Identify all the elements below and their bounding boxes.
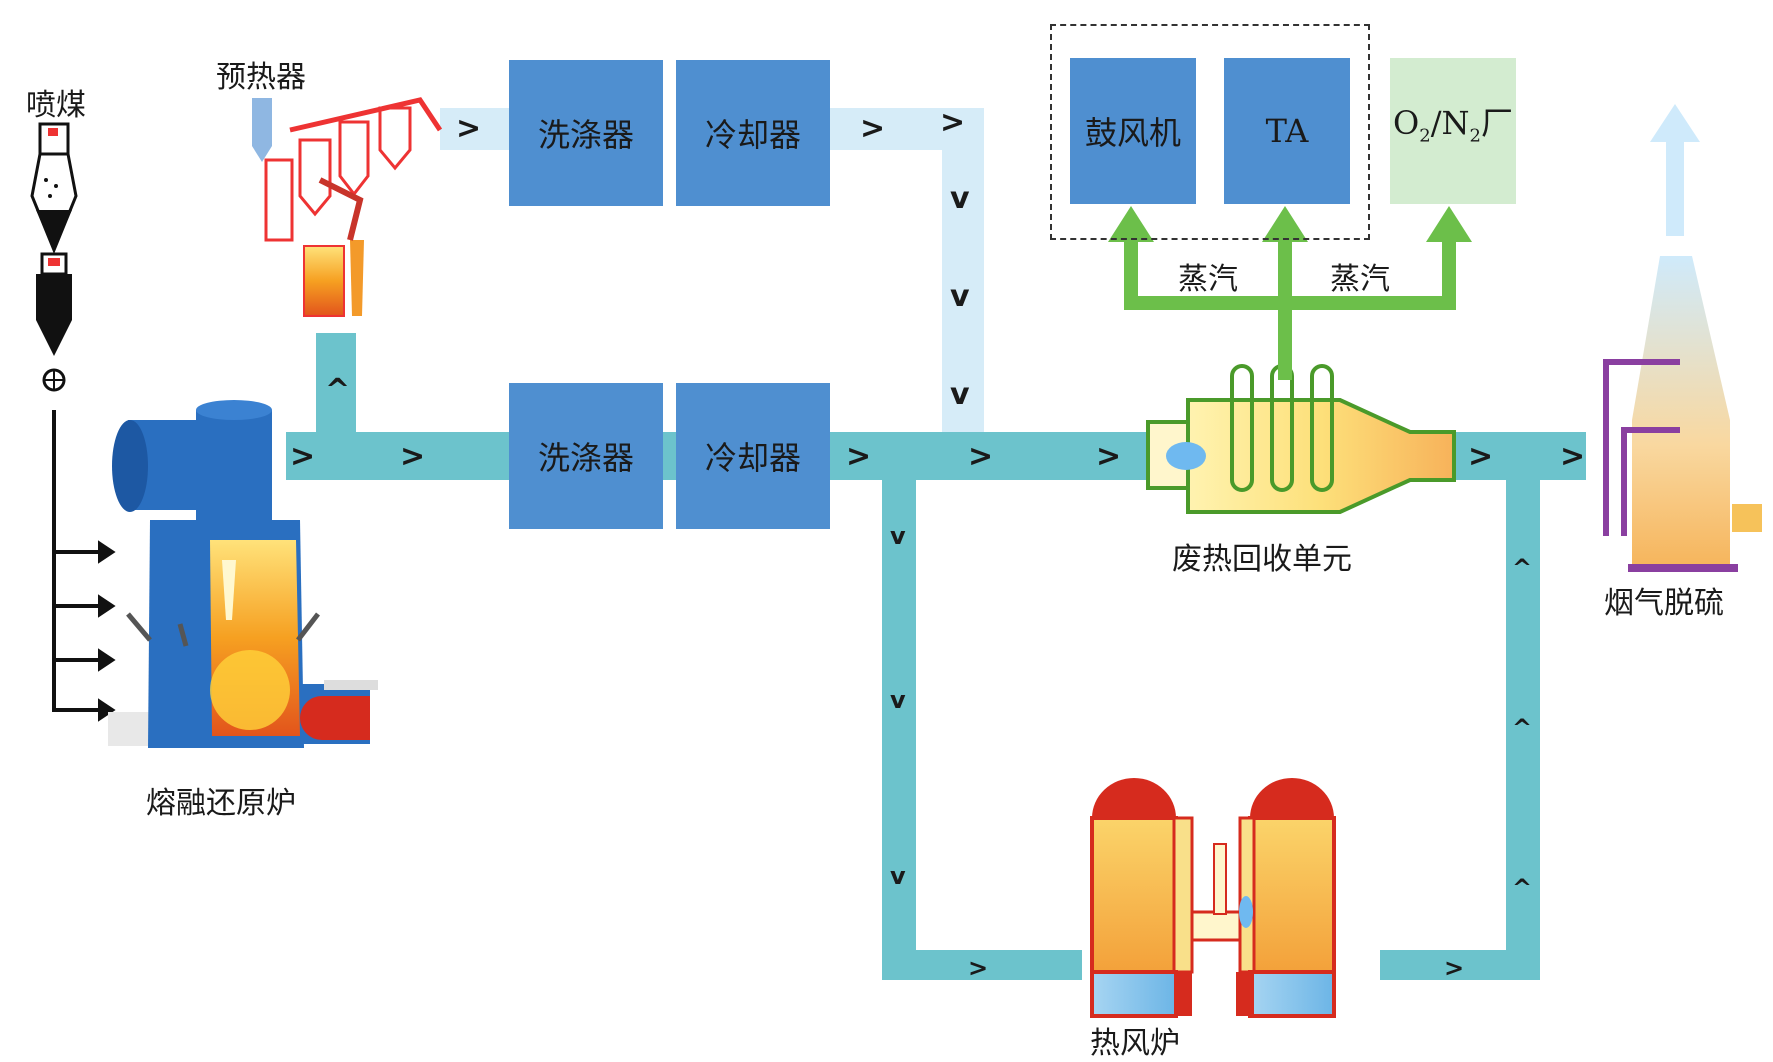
hot-stove-label: 热风炉 [1090,1026,1180,1061]
preheater-unit [252,97,443,317]
o2n2-plant-box: O2/N2厂 [1390,58,1516,204]
blower-box: 鼓风机 [1070,58,1196,204]
pipe-riser [316,333,356,443]
chevron-right-6: > [846,439,871,474]
chevron-right-10: > [1560,439,1585,474]
chevron-right-9: > [1468,439,1493,474]
pipe-loop-left [882,470,916,980]
pipe-upper-inlet [440,108,510,150]
scrubber-box-mid: 洗涤器 [509,383,663,529]
chevron-right-11: > [968,954,988,982]
pipe-upper-down [942,108,984,432]
chevron-down-3: v [950,377,970,412]
chevron-up-2: ^ [1512,874,1532,902]
chevron-down-2: v [950,279,970,314]
chevron-right-3: > [940,105,965,140]
chevron-up-1: ^ [325,373,350,408]
steam-arrow-o2n2 [1426,206,1472,242]
chevron-right-12: > [1444,954,1464,982]
chevron-down-6: v [890,862,906,890]
chevron-right-8: > [1096,439,1121,474]
exhaust-arrow [1650,104,1700,142]
chevron-down-1: v [950,181,970,216]
cooler-box-top: 冷却器 [676,60,830,206]
coal-injection-label: 喷煤 [26,88,86,123]
fgd-stack [1603,104,1762,572]
pipe-network [286,108,1586,980]
cooler-box-mid: 冷却器 [676,383,830,529]
scrubber-top-label: 洗涤器 [537,116,634,154]
scrubber-box-top: 洗涤器 [509,60,663,206]
hot-stoves [1090,778,1336,1018]
chevron-right-1: > [456,111,481,146]
ta-label: TA [1265,112,1309,150]
steam-label-left: 蒸汽 [1178,262,1238,297]
ta-box: TA [1224,58,1350,204]
steam-arrow-blower [1108,206,1154,242]
steam-label-right: 蒸汽 [1330,262,1390,297]
smelter-furnace [108,400,378,748]
cooler-top-label: 冷却器 [704,116,801,154]
steam-users-group [1050,24,1370,240]
waste-heat-recovery-unit [1146,364,1456,514]
pipe-loop-right [1506,470,1540,980]
coal-injector [30,122,116,722]
fgd-label: 烟气脱硫 [1604,586,1724,621]
flow-chevrons: > > > v v v ^ > > > > > > > v v v > > ^ … [290,105,1585,982]
chevron-down-4: v [890,522,906,550]
chevron-right-2: > [860,111,885,146]
chevron-right-5: > [400,439,425,474]
o2n2-label: O2/N2厂 [1393,104,1513,147]
steam-arrow-ta [1262,206,1308,242]
pipe-loop-bottom-left [882,950,1082,980]
waste-heat-unit-label: 废热回收单元 [1172,542,1352,577]
chevron-up-3: ^ [1512,714,1532,742]
preheater-label: 预热器 [216,60,306,95]
chevron-up-4: ^ [1512,554,1532,582]
blower-label: 鼓风机 [1084,114,1181,152]
scrubber-mid-label: 洗涤器 [537,439,634,477]
chevron-right-7: > [968,439,993,474]
steam-distribution [1108,206,1472,380]
cooler-mid-label: 冷却器 [704,439,801,477]
chevron-right-4: > [290,439,315,474]
chevron-down-5: v [890,686,906,714]
smelter-label: 熔融还原炉 [146,786,296,821]
